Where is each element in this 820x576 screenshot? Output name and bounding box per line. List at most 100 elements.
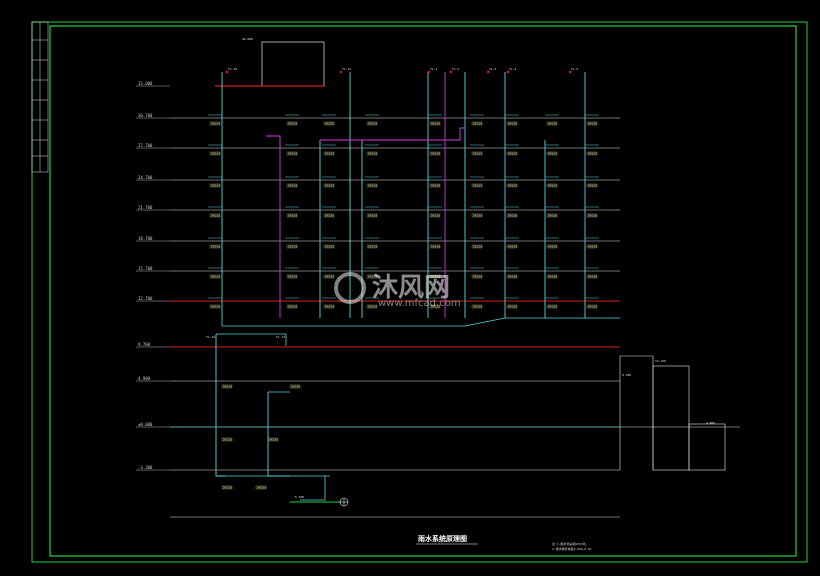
pipe-size-tag: [323, 213, 335, 218]
pipe-size-text: DN100: [223, 438, 232, 442]
pipe-size-text: DN100: [548, 305, 557, 309]
pipe-size-tag: [366, 304, 378, 309]
pipe-size-tag: [209, 183, 221, 188]
pipe-size-tag: [286, 213, 298, 218]
pipe-size-tag: [286, 183, 298, 188]
pipe-size-tag: [366, 274, 378, 279]
riser-label: YL-4: [509, 67, 516, 71]
pipe-size-text: DN100: [548, 184, 557, 188]
pipe-size-text: DN100: [368, 275, 377, 279]
level-label: ±0.000: [138, 422, 153, 427]
pipe-size-text: DN100: [368, 214, 377, 218]
pipe-size-tag: [323, 121, 335, 126]
outlet-label: -3.700: [293, 495, 304, 499]
pipe-size-tag: [546, 213, 558, 218]
riser-cap: [427, 70, 431, 74]
pipe-size-tag: [221, 384, 233, 389]
riser-label: YL-5: [571, 67, 578, 71]
pipe-size-tag: [286, 151, 298, 156]
pipe-size-text: DN100: [368, 152, 377, 156]
pipe-size-text: DN100: [223, 385, 232, 389]
pipe-size-tag: [366, 121, 378, 126]
pipe-size-text: DN100: [325, 245, 334, 249]
pipe-size-tag: [586, 274, 598, 279]
pipe-size-text: DN100: [588, 152, 597, 156]
pipe-size-text: DN100: [211, 122, 220, 126]
pipe-size-tag: [286, 304, 298, 309]
pipe-size-tag: [429, 304, 441, 309]
pipe-size-text: DN100: [473, 305, 482, 309]
magenta-branch: [320, 127, 465, 141]
pipe-size-tag: [366, 213, 378, 218]
pipe-size-tag: [506, 121, 518, 126]
pipe-size-tag: [506, 151, 518, 156]
pipe-size-tag: [429, 183, 441, 188]
pipe-size-tag: [429, 121, 441, 126]
pipe-size-tag: [286, 244, 298, 249]
pipe-size-text: DN100: [288, 275, 297, 279]
pipe-size-tag: [546, 121, 558, 126]
pipe-size-text: DN100: [508, 305, 517, 309]
watermark-brand: 沐风网: [372, 273, 450, 303]
pipe-size-tag: [323, 304, 335, 309]
riser-cap: [486, 70, 490, 74]
pipe-size-tag: [289, 384, 301, 389]
pipe-size-tag: [546, 183, 558, 188]
pipe-size-text: DN100: [288, 214, 297, 218]
lower-riser: [215, 334, 225, 477]
pipe-size-tag: [586, 183, 598, 188]
pipe-size-text: DN100: [431, 245, 440, 249]
pipe-size-text: DN100: [508, 275, 517, 279]
pipe-size-text: DN100: [431, 305, 440, 309]
level-label: 30.700: [138, 113, 153, 118]
pipe-size-tag: [506, 274, 518, 279]
floor-lines: [170, 117, 740, 518]
pipe-size-tag: [546, 151, 558, 156]
lower-drop: [300, 476, 326, 501]
pipe-size-text: DN100: [508, 245, 517, 249]
roof-tank: [261, 41, 325, 87]
riser-label: YL-12: [206, 335, 215, 339]
outer-frame: [31, 21, 808, 563]
pipe-size-text: DN100: [508, 152, 517, 156]
pipe-size-text: DN100: [223, 486, 232, 490]
level-label: 18.700: [138, 236, 153, 241]
pipe-size-tag: [209, 244, 221, 249]
pipe-size-text: DN100: [548, 275, 557, 279]
riser-label: YL-2: [452, 67, 459, 71]
pipe-size-text: DN100: [588, 305, 597, 309]
pipe-size-tag: [471, 304, 483, 309]
pipe-size-tag: [209, 151, 221, 156]
pipe-size-tag: [586, 121, 598, 126]
pipe-size-text: DN100: [368, 184, 377, 188]
pipe-size-text: DN100: [548, 214, 557, 218]
pipe-size-tag: [323, 183, 335, 188]
pipe-size-tag: [586, 244, 598, 249]
pipe-size-tag: [429, 213, 441, 218]
pipe-size-tag: [546, 274, 558, 279]
drawing-title: 雨水系统原理图: [418, 534, 467, 543]
pipe-size-text: DN100: [431, 214, 440, 218]
side-label-2: 9.700: [622, 373, 631, 377]
pipe-size-text: DN100: [548, 122, 557, 126]
pipe-size-tag: [471, 244, 483, 249]
pipe-size-tag: [209, 274, 221, 279]
pipe-size-tag: [366, 151, 378, 156]
riser-cap: [449, 70, 453, 74]
pipe-size-text: DN100: [431, 184, 440, 188]
pipe-size-text: DN100: [473, 275, 482, 279]
pipe-size-tag: [429, 244, 441, 249]
pipe-size-text: DN100: [548, 152, 557, 156]
pipe-size-tag: [209, 213, 221, 218]
pipe-size-text: DN100: [257, 486, 266, 490]
pipe-size-tag: [323, 274, 335, 279]
pipe-size-text: DN100: [211, 305, 220, 309]
pipe-size-text: DN100: [508, 184, 517, 188]
pipe-size-text: DN100: [473, 214, 482, 218]
pipe-size-text: DN100: [211, 152, 220, 156]
pipe-size-text: DN100: [368, 122, 377, 126]
level-label: 15.700: [138, 266, 153, 271]
pipe-size-text: DN100: [368, 305, 377, 309]
pipe-size-text: DN100: [269, 438, 278, 442]
pipe-size-text: DN100: [325, 122, 334, 126]
